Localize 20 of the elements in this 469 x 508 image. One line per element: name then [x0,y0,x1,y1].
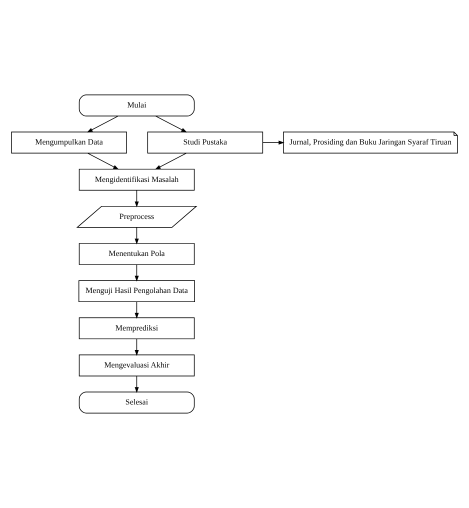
node-box: Memprediksi [78,317,195,340]
arrow [134,301,139,319]
arrow [154,152,187,170]
node-box: Mengevaluasi Akhir [78,354,195,376]
arrow [88,152,119,170]
arrow [134,190,139,208]
node-box: Mulai [78,94,195,116]
node-box: Menguji Hasil Pengolahan Data [78,280,195,302]
arrow [134,376,139,394]
node-box: Studi Pustaka [147,132,264,154]
arrow [134,338,139,356]
arrow [86,116,118,132]
node-box: Selesai [78,392,195,414]
node-box: Mengidentifikasi Masalah [78,168,195,191]
arrow [134,264,139,282]
arrow [155,116,188,132]
arrow [262,140,284,145]
node-box: Mengumpulkan Data [11,132,127,154]
arrow [134,227,139,244]
node-box: Menentukan Pola [78,243,195,265]
